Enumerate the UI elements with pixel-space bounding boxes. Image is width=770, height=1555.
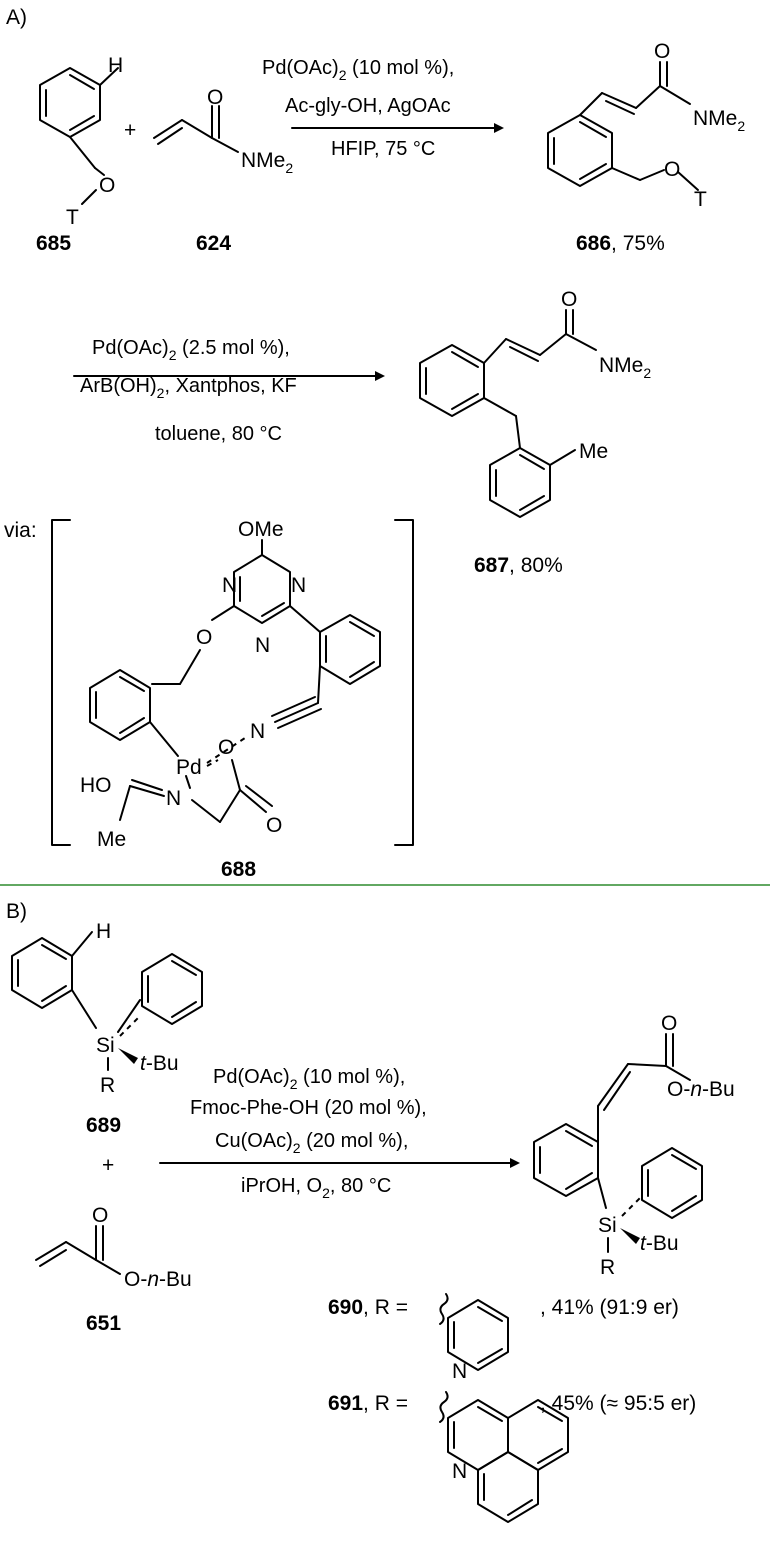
panel-a-label: A) <box>6 6 27 29</box>
o-label: O <box>266 814 282 837</box>
condition-line: Pd(OAc)2 (10 mol %), <box>262 57 454 83</box>
pd-label: Pd <box>176 756 202 779</box>
compound-number-685: 685 <box>36 232 71 255</box>
o-label: O <box>99 174 115 197</box>
compound-687: O NMe2 Me 687, 80% <box>419 288 651 577</box>
compound-691: 691, R = N , 45% (≈ 95:5 er) <box>328 1391 696 1523</box>
r-label: R <box>100 1074 115 1097</box>
result-691: , 45% (≈ 95:5 er) <box>540 1392 696 1415</box>
compound-685: H O T 685 <box>36 54 123 255</box>
o-n-bu-label: O-n-Bu <box>124 1268 192 1291</box>
nme2-label: NMe2 <box>241 149 293 176</box>
ho-label: HO <box>80 774 112 797</box>
o-label: O <box>218 736 234 759</box>
condition-line: Cu(OAc)2 (20 mol %), <box>215 1130 408 1156</box>
condition-line: Ac-gly-OH, AgOAc <box>285 95 451 117</box>
compound-686: O NMe2 O T 686, 75% <box>547 40 745 255</box>
compound-label-686: 686, 75% <box>576 232 665 255</box>
compound-number-624: 624 <box>196 232 231 255</box>
o-label: O <box>92 1204 108 1227</box>
compound-number-689: 689 <box>86 1114 121 1137</box>
n-label: N <box>166 787 181 810</box>
o-label: O <box>661 1012 677 1035</box>
condition-line: HFIP, 75 °C <box>331 138 435 160</box>
o-label: O <box>664 158 680 181</box>
tbu-label: t-Bu <box>640 1232 679 1255</box>
si-label: Si <box>598 1214 617 1237</box>
n-label: N <box>452 1360 467 1383</box>
result-690: , 41% (91:9 er) <box>540 1296 679 1319</box>
condition-line: Fmoc-Phe-OH (20 mol %), <box>190 1097 427 1119</box>
si-label: Si <box>96 1034 115 1057</box>
compound-label-687: 687, 80% <box>474 554 563 577</box>
compound-number-688: 688 <box>221 858 256 881</box>
o-n-bu-label: O-n-Bu <box>667 1078 735 1101</box>
condition-line: ArB(OH)2, Xantphos, KF <box>80 375 297 401</box>
n-label: N <box>452 1460 467 1483</box>
compound-label-690: 690, R = <box>328 1296 408 1319</box>
intermediate-688: OMe N N N O Pd N O O N HO Me 688 <box>80 518 381 881</box>
n-label: N <box>255 634 270 657</box>
compound-690: 690, R = N , 41% (91:9 er) <box>328 1293 679 1383</box>
tbu-label: t-Bu <box>140 1052 179 1075</box>
o-label: O <box>561 288 577 311</box>
h-label: H <box>108 54 123 77</box>
condition-line: Pd(OAc)2 (2.5 mol %), <box>92 337 290 363</box>
r-label: R <box>600 1256 615 1279</box>
via-label: via: <box>4 519 37 542</box>
compound-689: H Si t-Bu R 689 <box>11 920 203 1137</box>
o-label: O <box>207 86 223 109</box>
t-label: T <box>66 206 79 229</box>
t-label: T <box>694 188 707 211</box>
product-b: O O-n-Bu Si t-Bu R <box>533 1012 735 1279</box>
reaction-arrow-b: Pd(OAc)2 (10 mol %), Fmoc-Phe-OH (20 mol… <box>159 1066 520 1201</box>
condition-line: iPrOH, O2, 80 °C <box>241 1175 391 1201</box>
nme2-label: NMe2 <box>599 354 651 381</box>
plus-sign-b: + <box>102 1154 114 1177</box>
compound-number-651: 651 <box>86 1312 121 1335</box>
compound-label-691: 691, R = <box>328 1392 408 1415</box>
brackets <box>51 519 414 846</box>
n-label: N <box>250 720 265 743</box>
plus-sign-a: + <box>124 119 136 142</box>
me-label: Me <box>579 440 608 463</box>
nme2-label: NMe2 <box>693 107 745 134</box>
compound-651: O O-n-Bu 651 <box>35 1204 192 1335</box>
reaction-arrow-2: Pd(OAc)2 (2.5 mol %), ArB(OH)2, Xantphos… <box>73 337 385 445</box>
condition-line: Pd(OAc)2 (10 mol %), <box>213 1066 405 1092</box>
condition-line: toluene, 80 °C <box>155 423 282 445</box>
compound-624: O NMe2 624 <box>153 86 293 255</box>
n-label: N <box>291 574 306 597</box>
o-label: O <box>196 626 212 649</box>
me-label: Me <box>97 828 126 851</box>
ome-label: OMe <box>238 518 284 541</box>
o-label: O <box>654 40 670 63</box>
n-label: N <box>222 574 237 597</box>
reaction-arrow-1: Pd(OAc)2 (10 mol %), Ac-gly-OH, AgOAc HF… <box>262 57 504 160</box>
panel-b-label: B) <box>6 900 27 923</box>
h-label: H <box>96 920 111 943</box>
